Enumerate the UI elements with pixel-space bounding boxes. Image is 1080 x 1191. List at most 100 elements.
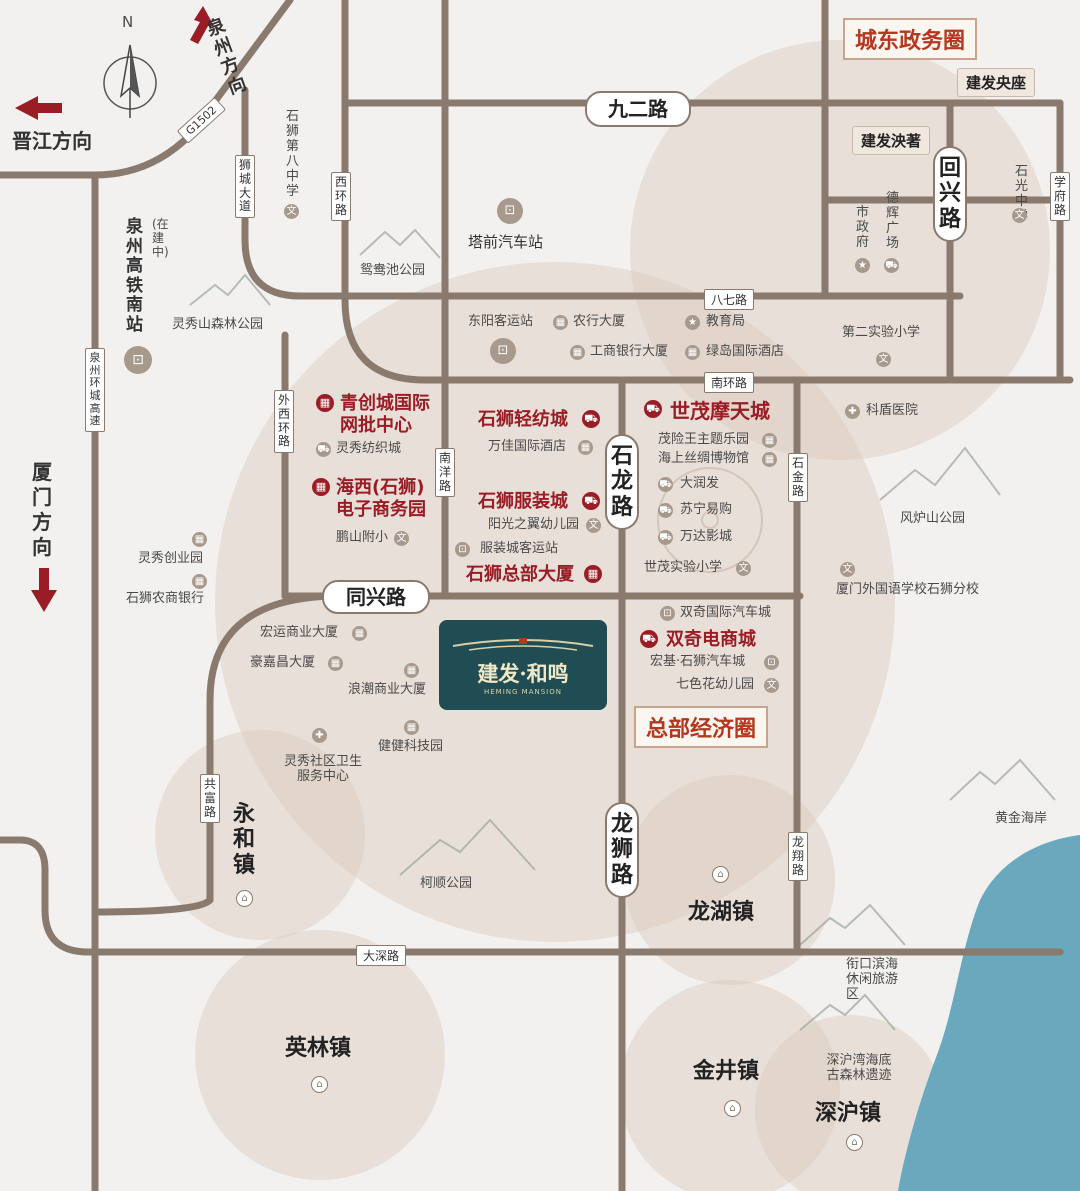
haojiachang-icon: ▦ bbox=[328, 656, 343, 672]
ferris-wheel-icon bbox=[657, 467, 763, 573]
shuangqi-cart-icon: ⛟ bbox=[640, 630, 658, 648]
haixi-label: 海西(石狮)电子商务园 bbox=[336, 477, 426, 520]
compass-icon bbox=[103, 44, 157, 118]
shuangqi-auto-icon: ⊡ bbox=[660, 606, 675, 622]
huixing-road-pill: 回兴路 bbox=[933, 146, 967, 242]
taqian-bus-icon: ⊡ bbox=[497, 198, 523, 224]
xiamen-foreign-school-icon: 文 bbox=[840, 562, 855, 578]
project-roof-icon bbox=[452, 638, 594, 651]
haishang-label: 海上丝绸博物馆 bbox=[658, 451, 750, 466]
nongshang-icon: ▦ bbox=[192, 574, 207, 590]
xihuan-road-label: 西环路 bbox=[331, 172, 351, 222]
haixi-icon: ▦ bbox=[312, 478, 330, 496]
yangguang-label: 阳光之翼幼儿园 bbox=[488, 517, 580, 532]
main-radius-circle bbox=[215, 262, 895, 942]
arrow-down-icon bbox=[31, 568, 57, 612]
jiaoyu-label: 教育局 bbox=[706, 314, 746, 329]
shimao-cart-icon: ⛟ bbox=[644, 400, 662, 418]
qingchuang-icon: ▦ bbox=[316, 394, 334, 412]
shiyan2-school-icon: 文 bbox=[876, 352, 891, 368]
clothing-bus-label: 服装城客运站 bbox=[480, 541, 559, 556]
yonghe-town-icon: ⌂ bbox=[236, 890, 253, 907]
project-marker[interactable]: 建发·和鸣 HEMING MANSION bbox=[439, 620, 607, 710]
mountain-yuanyang bbox=[359, 228, 441, 259]
gongfu-road-label: 共富路 bbox=[200, 774, 220, 824]
waixihuan-road-label: 外西环路 bbox=[274, 390, 294, 454]
suning-cart-icon: ⛟ bbox=[658, 503, 673, 518]
hongji-icon: ⊡ bbox=[764, 655, 779, 671]
zongbu-icon: ▦ bbox=[584, 565, 602, 583]
jianfa-yangzhu-tag: 建发泱著 bbox=[852, 126, 931, 155]
lingxiu-forest-label: 灵秀山森林公园 bbox=[172, 317, 264, 332]
dehui-label: 德辉广场 bbox=[886, 191, 900, 251]
nonghang-label: 农行大厦 bbox=[573, 314, 626, 329]
longshi-road-pill: 龙狮路 bbox=[605, 802, 639, 898]
shicheng-road-label: 狮城大道 bbox=[235, 155, 255, 219]
qingfang-label: 石狮轻纺城 bbox=[478, 409, 568, 430]
fenglu-park-label: 风炉山公园 bbox=[900, 511, 966, 526]
shenhu-radius-circle bbox=[755, 1015, 945, 1191]
sea-area bbox=[898, 835, 1080, 1191]
shenhu-town-icon: ⌂ bbox=[846, 1134, 863, 1151]
ring-expressway-label: 泉州环城高速 bbox=[85, 348, 105, 432]
shijin-road-label: 石金路 bbox=[788, 453, 808, 503]
wanjia-label: 万佳国际酒店 bbox=[488, 439, 567, 454]
gonghang-icon: ▦ bbox=[570, 345, 585, 361]
haojiachang-label: 豪嘉昌大厦 bbox=[250, 655, 316, 670]
lingxiu-chuangye-icon: ▦ bbox=[192, 532, 207, 548]
kedun-hospital-icon: ✚ bbox=[845, 404, 860, 420]
keshun-park-label: 柯顺公园 bbox=[420, 876, 473, 891]
yinglin-radius-circle bbox=[195, 930, 445, 1180]
yonghe-town-label: 永和镇 bbox=[233, 802, 256, 878]
shenhu-ruins-label: 深沪湾海底古森林遗迹 bbox=[826, 1053, 892, 1083]
shimao-label: 世茂摩天城 bbox=[670, 399, 770, 423]
wanda-cart-icon: ⛟ bbox=[658, 530, 673, 545]
yinglin-town-icon: ⌂ bbox=[311, 1076, 328, 1093]
shilong-road-pill: 石龙路 bbox=[605, 434, 639, 530]
shimao-school-label: 世茂实验小学 bbox=[644, 560, 723, 575]
hongyun-label: 宏运商业大厦 bbox=[260, 625, 339, 640]
nanhuan-road-label: 南环路 bbox=[704, 372, 755, 393]
jiuer-road-pill: 九二路 bbox=[585, 91, 691, 127]
dehui-cart-icon: ⛟ bbox=[884, 258, 899, 273]
yangguang-school-icon: 文 bbox=[586, 518, 601, 534]
dashen-road-label: 大深路 bbox=[356, 945, 407, 966]
shenhu-town-label: 深沪镇 bbox=[815, 1101, 882, 1126]
shimao-school-icon: 文 bbox=[736, 561, 751, 577]
project-subtitle: HEMING MANSION bbox=[484, 688, 562, 696]
mountain-fenglu bbox=[879, 446, 1001, 501]
huangjin-label: 黄金海岸 bbox=[995, 811, 1048, 826]
ludao-label: 绿岛国际酒店 bbox=[706, 344, 785, 359]
road-baqi bbox=[241, 86, 964, 300]
langchao-icon: ▦ bbox=[404, 663, 419, 679]
dongyang-bus-icon: ⊡ bbox=[490, 338, 516, 364]
tongxing-road-pill: 同兴路 bbox=[322, 580, 430, 614]
jinjing-radius-circle bbox=[620, 980, 840, 1191]
chengdong-zone-label: 城东政务圈 bbox=[843, 18, 978, 60]
yinglin-town-label: 英林镇 bbox=[285, 1036, 352, 1061]
shiguang-school-icon: 文 bbox=[1012, 208, 1027, 224]
taqian-bus-label: 塔前汽车站 bbox=[468, 233, 544, 251]
longhu-radius-circle bbox=[625, 775, 835, 985]
compass-north-label: N bbox=[122, 13, 134, 31]
jinjing-town-icon: ⌂ bbox=[724, 1100, 741, 1117]
lingxiu-health-icon: ✚ bbox=[312, 728, 327, 744]
baqi-road-label: 八七路 bbox=[704, 289, 755, 310]
langchao-label: 浪潮商业大厦 bbox=[348, 682, 427, 697]
nanyang-road-label: 南洋路 bbox=[435, 448, 455, 498]
lingxiu-health-label: 灵秀社区卫生服务中心 bbox=[283, 754, 362, 784]
kedun-label: 科盾医院 bbox=[866, 403, 919, 418]
shishi8-label: 石狮第八中学 bbox=[286, 109, 300, 199]
road-nanhuan bbox=[341, 0, 1074, 384]
xiamen-foreign-label: 厦门外国语学校石狮分校 bbox=[836, 582, 980, 597]
lingxiu-textile-icon: ⛟ bbox=[316, 442, 331, 457]
yuanyang-park-label: 鸳鸯池公园 bbox=[360, 263, 426, 278]
project-name: 建发·和鸣 bbox=[477, 661, 569, 686]
fuzhuang-cart-icon: ⛟ bbox=[582, 492, 600, 510]
arrow-left-icon bbox=[15, 96, 62, 120]
lingxiu-textile-label: 灵秀纺织城 bbox=[336, 441, 402, 456]
shishi8-school-icon: 文 bbox=[284, 204, 299, 220]
xuefu-road-label: 学府路 bbox=[1050, 172, 1070, 222]
